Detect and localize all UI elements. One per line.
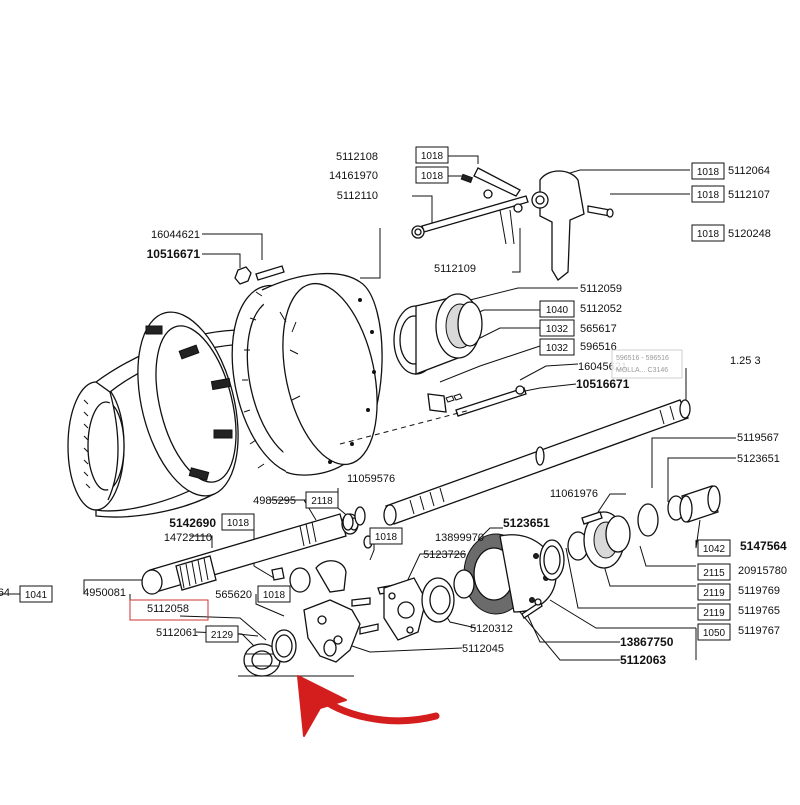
svg-text:1040: 1040	[546, 305, 569, 316]
part-number-label: 5120248	[728, 228, 771, 240]
tooltip-line: 596516 - 596516	[616, 355, 669, 362]
code-box: 1018	[691, 185, 725, 203]
part-number-label: 4985295	[253, 495, 296, 507]
part-number-label: 5123651	[737, 453, 780, 465]
part-number-label: 10516671	[147, 247, 201, 261]
svg-text:1042: 1042	[703, 544, 726, 555]
stud-and-nut	[234, 265, 285, 285]
bearing-stack	[539, 485, 721, 581]
code-box: 1018	[415, 166, 449, 184]
code-box: 1018	[257, 585, 291, 603]
part-number-label: 5120312	[470, 623, 513, 635]
part-number-labels: 5112108 14161970 5112110 16044621 105166…	[0, 151, 787, 667]
part-number-label: 5112059	[580, 283, 622, 295]
part-number-label: 5112109	[434, 263, 476, 275]
svg-text:1018: 1018	[421, 171, 444, 182]
shift-lever-assembly	[411, 167, 614, 281]
code-box: 2118	[305, 491, 339, 509]
part-number-label: 5112052	[580, 303, 622, 315]
part-number-label: 5112107	[728, 189, 770, 201]
part-number-label: 1.25 3	[730, 355, 761, 367]
part-number-label: 5112063	[620, 653, 666, 667]
code-box: 1018	[415, 146, 449, 164]
svg-text:2129: 2129	[211, 630, 234, 641]
part-number-label: 5112064	[728, 165, 770, 177]
code-box: 1018	[691, 224, 725, 242]
part-number-label: 5123726	[423, 549, 466, 561]
part-number-label: 5112045	[462, 643, 504, 655]
svg-text:2118: 2118	[311, 496, 333, 507]
svg-text:2119: 2119	[703, 588, 725, 599]
highlight-box	[129, 599, 209, 621]
small-gear	[421, 577, 455, 623]
code-box: 1018	[369, 527, 403, 545]
red-annotation-arrow	[297, 675, 440, 737]
part-number-label: 4950081	[83, 587, 126, 599]
part-number-label: 565620	[215, 589, 252, 601]
code-box: 1050	[697, 623, 731, 641]
code-box: 1040	[539, 300, 575, 318]
part-number-label: 14161970	[329, 170, 378, 182]
svg-text:1018: 1018	[421, 151, 444, 162]
svg-text:1018: 1018	[375, 532, 398, 543]
part-number-label: 5119769	[738, 585, 780, 597]
selector-parts	[271, 560, 403, 663]
part-number-label: 5119765	[738, 605, 780, 617]
part-number-label-highlighted: 5112058	[147, 603, 189, 615]
svg-text:1018: 1018	[697, 190, 720, 201]
part-number-label: 5142690	[169, 516, 216, 530]
code-box: 1042	[697, 539, 731, 557]
part-number-label: 5119767	[738, 625, 780, 637]
part-number-label: 10516671	[576, 377, 630, 391]
ring-gear-housing	[231, 273, 383, 476]
nut-and-washer	[243, 629, 297, 677]
part-number-label: 565617	[580, 323, 617, 335]
svg-text:1032: 1032	[546, 324, 569, 335]
part-number-label: 11061976	[550, 488, 598, 500]
code-box: 1018	[691, 162, 725, 180]
svg-text:1018: 1018	[227, 518, 250, 529]
part-number-label: 64	[0, 587, 10, 599]
part-number-label: 596516	[580, 341, 617, 353]
svg-text:1018: 1018	[697, 229, 720, 240]
svg-text:1018: 1018	[263, 590, 286, 601]
bolt	[521, 598, 543, 619]
code-box: 2119	[697, 583, 731, 601]
part-number-label: 5119567	[737, 432, 779, 444]
part-number-label: 5147564	[740, 539, 787, 553]
svg-text:1032: 1032	[546, 343, 569, 354]
svg-text:1041: 1041	[25, 590, 48, 601]
shaft-washers	[342, 506, 373, 549]
code-boxes: 1018 1018 1018 1018 1018 1040 1032 1032 …	[19, 146, 731, 643]
svg-text:1018: 1018	[697, 167, 720, 178]
svg-text:1050: 1050	[703, 628, 726, 639]
part-number-label: 14722110	[164, 532, 212, 544]
code-box: 1041	[19, 585, 53, 603]
hover-tooltip: 596516 - 596516 MOLLA... C3146	[611, 349, 683, 379]
svg-text:2115: 2115	[703, 568, 725, 579]
part-number-label: 13867750	[620, 635, 674, 649]
part-number-label: 5112110	[337, 190, 378, 202]
code-box: 2129	[205, 625, 239, 643]
code-box: 1018	[221, 513, 255, 531]
tooltip-line: MOLLA... C3146	[616, 367, 668, 374]
part-number-label: 5123651	[503, 516, 550, 530]
code-box: 2115	[697, 563, 731, 581]
part-number-label: 5112108	[336, 151, 378, 163]
code-box: 1032	[539, 338, 575, 356]
part-number-label: 13899970	[435, 532, 484, 544]
part-number-label: 11059576	[347, 473, 395, 485]
bearing-assembly	[393, 293, 527, 417]
part-number-label: 16044621	[151, 229, 200, 241]
clutch-housing	[67, 311, 253, 518]
part-number-label: 20915780	[738, 565, 787, 577]
code-box: 1032	[539, 319, 575, 337]
flange-plate	[383, 577, 427, 641]
svg-text:2119: 2119	[703, 608, 725, 619]
part-number-label: 5112061	[156, 627, 198, 639]
main-shaft	[339, 399, 691, 526]
code-box: 2119	[697, 603, 731, 621]
